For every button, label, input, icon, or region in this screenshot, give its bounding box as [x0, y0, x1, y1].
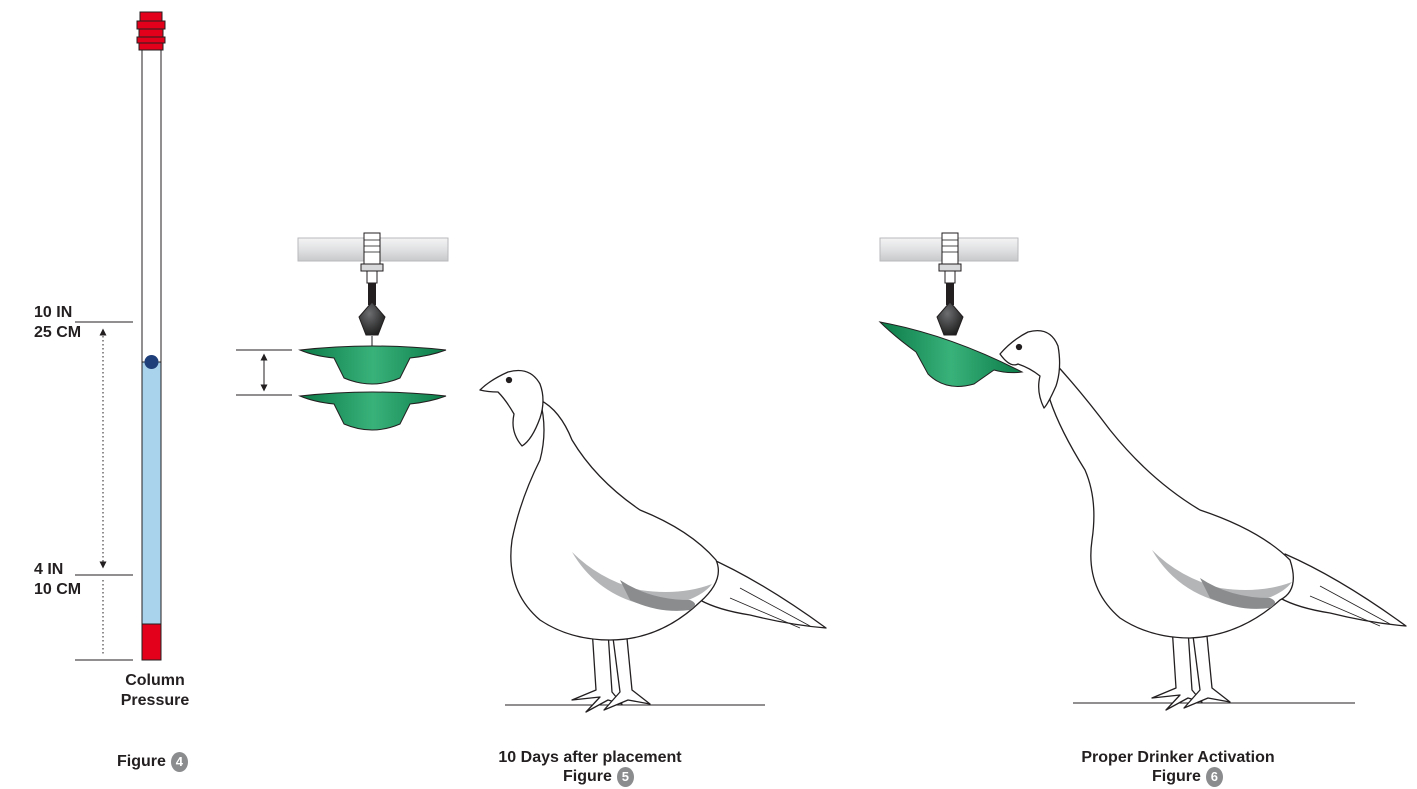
figure-word: Figure: [117, 753, 166, 770]
column-measure-lines: [75, 321, 133, 661]
valve-icon: [358, 301, 386, 336]
column-pressure-caption: Column Pressure: [100, 671, 210, 711]
turkey-illustration-fig6: [999, 329, 1407, 711]
drinker-assembly-fig5: [236, 232, 449, 431]
figure-word: Figure: [1152, 768, 1201, 785]
water-column: [141, 361, 162, 625]
drinker-assembly-fig6: [878, 232, 1024, 387]
figure-word: Figure: [563, 768, 612, 785]
figure-number-badge: 4: [170, 752, 188, 772]
figure-6-label: Figure 6: [1152, 767, 1223, 787]
bottom-height-inches: 4 IN: [34, 561, 64, 578]
figure-number-badge: 6: [1205, 767, 1223, 787]
fig6-caption: Proper Drinker Activation: [1081, 749, 1275, 766]
column-pressure-gauge: [136, 11, 166, 661]
top-height-inches: 10 IN: [34, 304, 73, 321]
bottom-height-cm: 10 CM: [34, 581, 82, 598]
caption-line-2: Pressure: [120, 692, 190, 709]
drinker-cup-upper: [298, 345, 447, 385]
drinker-cup-tilted: [878, 321, 1024, 387]
bottom-height-label: 4 IN 10 CM: [34, 560, 81, 600]
figure-5-label: Figure 5: [563, 767, 634, 787]
valve-icon: [936, 301, 964, 336]
water-level-marker: [144, 355, 159, 369]
figure-4-label: Figure 4: [117, 752, 188, 772]
figure-number-badge: 5: [616, 767, 634, 787]
gauge-bottom-plug: [141, 623, 162, 661]
drinker-cup-lower: [298, 391, 447, 431]
top-height-label: 10 IN 25 CM: [34, 303, 81, 343]
top-height-cm: 25 CM: [34, 324, 82, 341]
caption-line-1: Column: [125, 672, 185, 689]
turkey-illustration-fig5: [479, 369, 827, 713]
fig5-caption: 10 Days after placement: [498, 749, 682, 766]
